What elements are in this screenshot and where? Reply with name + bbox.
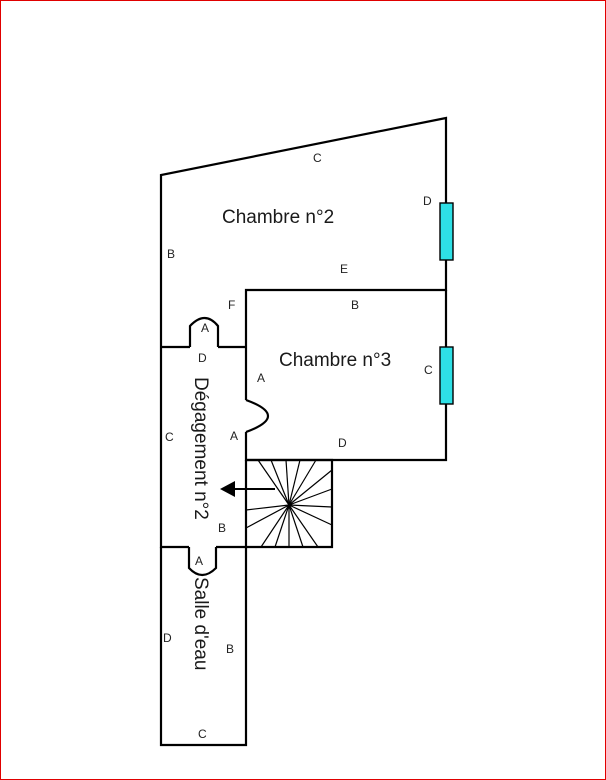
wall-letter: D (163, 631, 172, 645)
room-label-salle-eau: Salle d'eau (190, 577, 211, 670)
room-label-degagement: Dégagement n°2 (190, 377, 211, 520)
wall-letter: C (424, 363, 433, 377)
stair-treads (245, 459, 333, 548)
door-chambre-3 (245, 398, 269, 434)
wall-letter: A (257, 371, 265, 385)
window-chambre-3 (439, 346, 454, 405)
wall-letter: B (351, 298, 359, 312)
window-chambre-2 (439, 202, 454, 261)
wall-letter: A (201, 321, 209, 335)
wall-letter: C (313, 151, 322, 165)
wall-letter: E (340, 262, 348, 276)
wall-letter: D (338, 436, 347, 450)
wall-chambre-2 (159, 116, 448, 347)
wall-salle-eau (159, 547, 248, 747)
wall-letter: A (195, 554, 203, 568)
wall-letter: B (226, 642, 234, 656)
wall-letter: C (165, 430, 174, 444)
wall-letter: D (423, 194, 432, 208)
wall-letter: B (167, 247, 175, 261)
room-label-chambre-2: Chambre n°2 (222, 207, 334, 228)
door-salle-eau (187, 547, 218, 577)
wall-letter: D (198, 351, 207, 365)
stair-arrow-icon (220, 481, 275, 497)
wall-chambre-3 (244, 290, 448, 462)
door-chambre-2 (188, 316, 220, 347)
wall-letter: F (228, 298, 235, 312)
wall-letter: A (230, 429, 238, 443)
room-label-chambre-3: Chambre n°3 (279, 350, 391, 371)
wall-letter: B (218, 521, 226, 535)
wall-letter: C (198, 727, 207, 741)
